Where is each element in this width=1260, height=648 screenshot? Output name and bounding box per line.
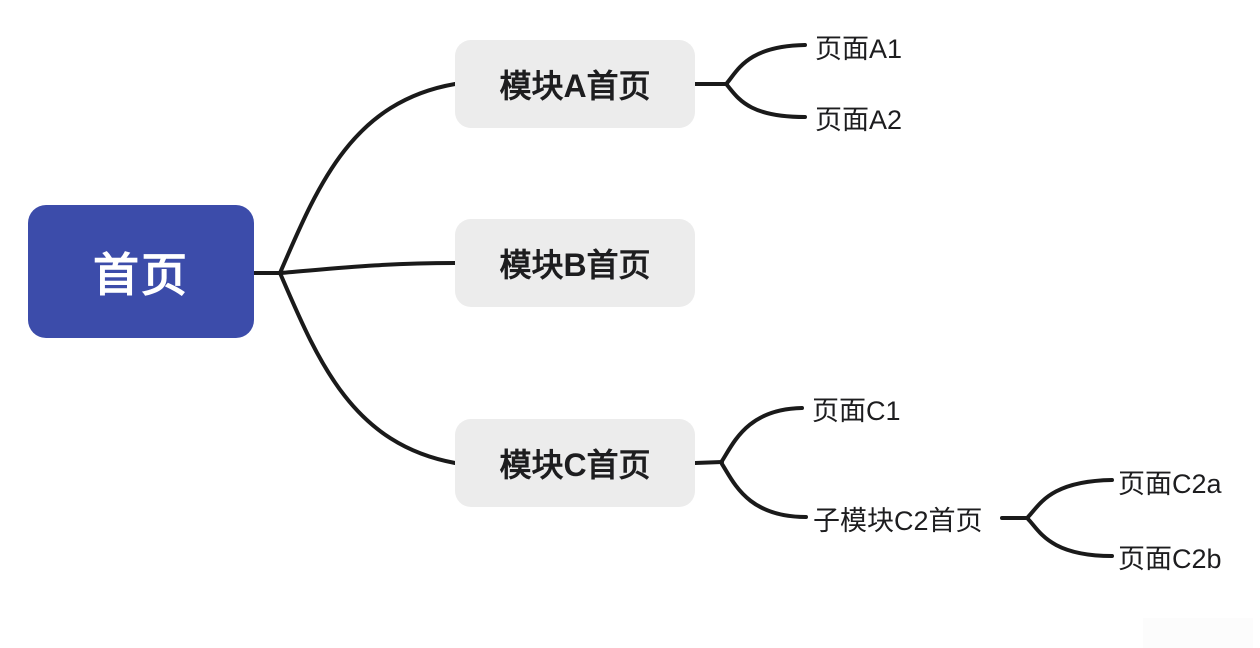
node-module-c-home[interactable]: 模块C首页 <box>455 419 695 507</box>
node-module-a-home[interactable]: 模块A首页 <box>455 40 695 128</box>
watermark-block <box>1143 618 1253 648</box>
node-page-a1[interactable]: 页面A1 <box>815 31 902 64</box>
link-module-a-page-a1 <box>725 43 807 85</box>
link-sub-c2-page-c2a <box>1026 478 1114 519</box>
link-module-c-page-c1 <box>720 406 804 463</box>
node-page-a2[interactable]: 页面A2 <box>815 102 902 135</box>
link-module-c-stub <box>693 460 724 465</box>
link-module-c-sub-c2 <box>720 462 808 519</box>
node-module-c-home-label: 模块C首页 <box>499 447 651 483</box>
node-page-c2b[interactable]: 页面C2b <box>1118 541 1222 574</box>
link-root-module-b <box>278 261 457 275</box>
node-module-b-home[interactable]: 模块B首页 <box>455 219 695 307</box>
node-page-c2a-label: 页面C2a <box>1118 468 1222 499</box>
link-root-module-a <box>278 82 457 275</box>
node-page-a2-label: 页面A2 <box>815 104 903 135</box>
node-module-b-home-label: 模块B首页 <box>499 247 651 283</box>
link-root-module-c <box>278 271 457 465</box>
link-module-a-page-a2 <box>725 83 807 119</box>
link-sub-c2-page-c2b <box>1026 517 1114 558</box>
node-page-c2a[interactable]: 页面C2a <box>1118 466 1222 499</box>
node-submodule-c2-home-label: 子模块C2首页 <box>813 505 983 536</box>
node-page-c2b-label: 页面C2b <box>1118 543 1222 574</box>
node-page-a1-label: 页面A1 <box>815 33 903 64</box>
node-page-c1-label: 页面C1 <box>812 395 901 426</box>
node-page-c1[interactable]: 页面C1 <box>812 393 901 426</box>
node-root-home-label: 首页 <box>93 248 189 301</box>
node-root-home[interactable]: 首页 <box>28 205 254 338</box>
node-submodule-c2-home[interactable]: 子模块C2首页 <box>813 503 983 536</box>
node-module-a-home-label: 模块A首页 <box>499 68 651 104</box>
